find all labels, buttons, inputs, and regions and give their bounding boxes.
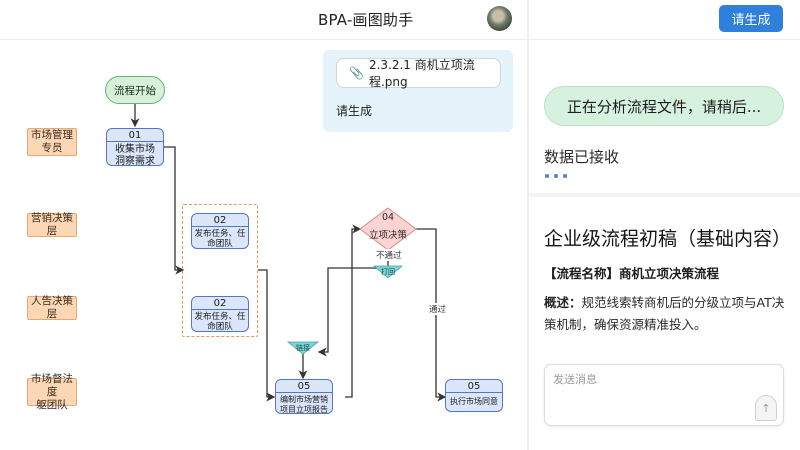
decision-label: 立项决策 bbox=[368, 230, 407, 241]
node-number: 02 bbox=[192, 214, 248, 227]
edge-label-pass: 通过 bbox=[429, 303, 447, 315]
flow-start-node[interactable]: 流程开始 bbox=[105, 76, 165, 104]
lane-label-hr-decision: 人告决策层 bbox=[27, 295, 77, 320]
typing-indicator bbox=[545, 174, 567, 178]
node-number: 02 bbox=[192, 297, 248, 310]
decision-number: 04 bbox=[381, 212, 395, 223]
summary-text: 规范线索转商机后的分级立项与AT决策机制，确保资源精准投入。 bbox=[544, 295, 785, 332]
summary-label: 概述： bbox=[544, 295, 582, 310]
node-number: 05 bbox=[276, 380, 332, 393]
data-received-text: 数据已接收 bbox=[544, 148, 620, 166]
node-text: 发布任务、任 命团队 bbox=[194, 229, 246, 249]
send-button[interactable]: ↑ bbox=[755, 395, 777, 421]
edge-02-to-05 bbox=[258, 269, 276, 402]
node-number: 05 bbox=[446, 380, 502, 393]
parallel-group-box bbox=[182, 204, 258, 337]
process-name: 【流程名称】商机立项决策流程 bbox=[544, 266, 720, 281]
edge-05-to-04 bbox=[345, 224, 362, 398]
paperclip-icon: 📎 bbox=[349, 66, 364, 80]
connector-label-link: 链接 bbox=[296, 344, 310, 352]
connector-reject bbox=[372, 265, 404, 279]
lane-label-marketing-decision: 营销决策层 bbox=[27, 212, 77, 237]
connector-link bbox=[286, 341, 320, 355]
edge-label-reject: 不通过 bbox=[376, 249, 402, 261]
attachment-name: 2.3.2.1 商机立项流程.png bbox=[368, 58, 475, 89]
node-text: 发布任务、任 命团队 bbox=[194, 312, 246, 332]
message-composer: ↑ bbox=[544, 364, 784, 426]
process-summary: 概述：规范线索转商机后的分级立项与AT决策机制，确保资源精准投入。 bbox=[544, 292, 794, 336]
section-separator bbox=[529, 193, 800, 197]
process-node-05-execute[interactable]: 05 执行市场同意 bbox=[445, 379, 503, 412]
process-node-05-report[interactable]: 05 编制市场营销 项目立项报告 bbox=[275, 379, 333, 414]
node-text: 收集市场 洞察需求 bbox=[115, 144, 155, 166]
pane-divider[interactable] bbox=[527, 0, 529, 450]
process-node-02a[interactable]: 02 发布任务、任 命团队 bbox=[191, 213, 249, 249]
user-avatar[interactable] bbox=[487, 6, 512, 31]
connector-label-reject: 打回 bbox=[381, 268, 395, 276]
assistant-pane: 请生成 正在分析流程文件，请稍后... 数据已接收 企业级流程初稿（基础内容） … bbox=[529, 0, 800, 450]
draft-title: 企业级流程初稿（基础内容） bbox=[544, 228, 792, 250]
assistant-top-bar: 请生成 bbox=[529, 0, 800, 40]
process-node-02b[interactable]: 02 发布任务、任 命团队 bbox=[191, 296, 249, 332]
generate-button[interactable]: 请生成 bbox=[719, 5, 783, 32]
user-message-bubble: 📎 2.3.2.1 商机立项流程.png 请生成 bbox=[323, 50, 513, 132]
app-title: BPA-画图助手 bbox=[318, 11, 414, 29]
edge-01-to-02 bbox=[164, 146, 185, 275]
edge-reject-to-link bbox=[317, 267, 377, 357]
node-text: 编制市场营销 项目立项报告 bbox=[280, 395, 328, 414]
message-input[interactable] bbox=[553, 373, 743, 386]
user-message-text: 请生成 bbox=[336, 104, 373, 118]
lane-label-market-specialist: 市场管理 专员 bbox=[27, 128, 77, 156]
analysis-status-pill: 正在分析流程文件，请稍后... bbox=[544, 86, 784, 126]
attachment-chip[interactable]: 📎 2.3.2.1 商机立项流程.png bbox=[336, 58, 501, 89]
diagram-pane: BPA-画图助手 流程开始 市场管理 专员 营销决策层 人告决策层 市 bbox=[0, 0, 527, 414]
send-icon: ↑ bbox=[761, 401, 771, 415]
process-node-01[interactable]: 01 收集市场 洞察需求 bbox=[106, 128, 164, 166]
top-bar: BPA-画图助手 bbox=[0, 0, 527, 40]
node-number: 01 bbox=[107, 129, 163, 142]
lane-label-market-team: 市场督法度 躯团队 bbox=[27, 373, 77, 411]
node-text: 执行市场同意 bbox=[450, 397, 498, 406]
